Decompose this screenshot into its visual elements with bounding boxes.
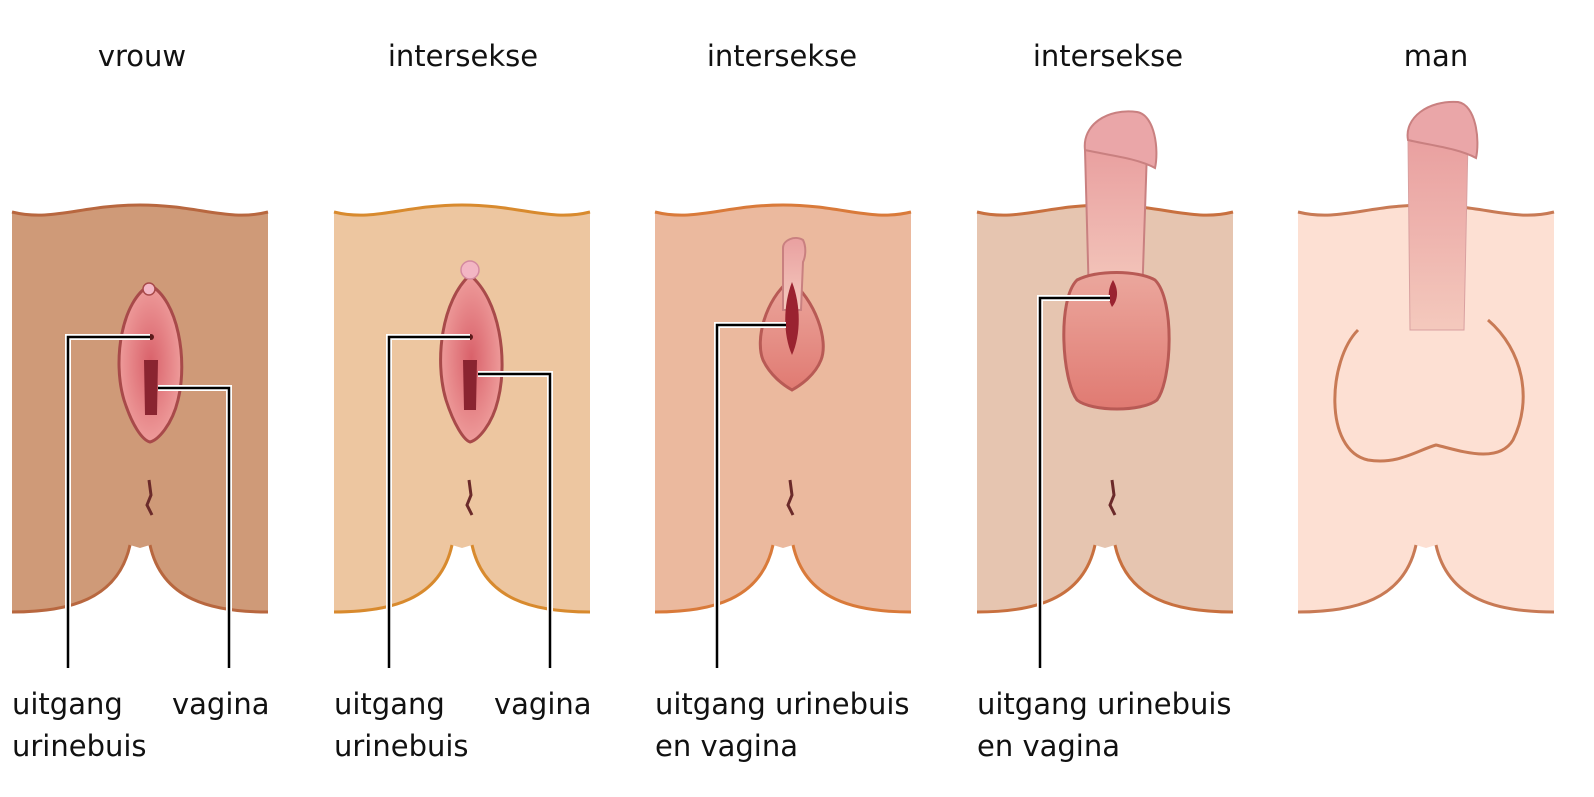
- vulva: [439, 273, 504, 444]
- panel-title-intersex-3: intersekse: [1033, 39, 1183, 73]
- leader-lines: [65, 295, 1110, 668]
- clitoris: [142, 282, 156, 296]
- panel-title-female: vrouw: [98, 39, 186, 73]
- label-vagina-intersex1: vagina: [494, 687, 592, 721]
- scrotum: [1333, 318, 1525, 463]
- anus: [465, 479, 474, 516]
- label-intersex2-2: en vagina: [655, 729, 798, 763]
- label-intersex3-2: en vagina: [977, 729, 1120, 763]
- glans: [1083, 110, 1158, 170]
- panel-female: [11, 203, 269, 614]
- panel-title-male: man: [1404, 39, 1468, 73]
- label-vagina-female: vagina: [172, 687, 270, 721]
- panel-male: [1297, 100, 1555, 614]
- penis-shaft: [1407, 139, 1469, 331]
- urogenital-opening: [785, 282, 799, 355]
- anus: [786, 479, 795, 516]
- scrotum: [1062, 271, 1171, 411]
- anus: [1108, 479, 1117, 516]
- label-urethra-intersex1-1: uitgang: [334, 687, 445, 721]
- panel-intersex-2: [654, 203, 912, 614]
- label-urethra-female-2: urinebuis: [12, 729, 147, 763]
- vaginal-opening: [463, 360, 477, 410]
- panel-title-intersex-2: intersekse: [707, 39, 857, 73]
- enlarged-clitoris: [460, 260, 480, 280]
- label-intersex2-1: uitgang urinebuis: [655, 687, 910, 721]
- glans: [1406, 100, 1479, 160]
- small-phallus: [782, 237, 807, 311]
- panel-intersex-3: [976, 110, 1234, 614]
- label-urethra-female-1: uitgang: [12, 687, 123, 721]
- urogenital-opening: [1108, 280, 1118, 307]
- label-intersex3-1: uitgang urinebuis: [977, 687, 1232, 721]
- panel-intersex-1: [333, 203, 591, 614]
- skin-body: [1298, 205, 1554, 612]
- label-urethra-intersex1-2: urinebuis: [334, 729, 469, 763]
- panel-title-intersex-1: intersekse: [388, 39, 538, 73]
- vaginal-opening: [144, 360, 158, 415]
- anus: [145, 479, 154, 516]
